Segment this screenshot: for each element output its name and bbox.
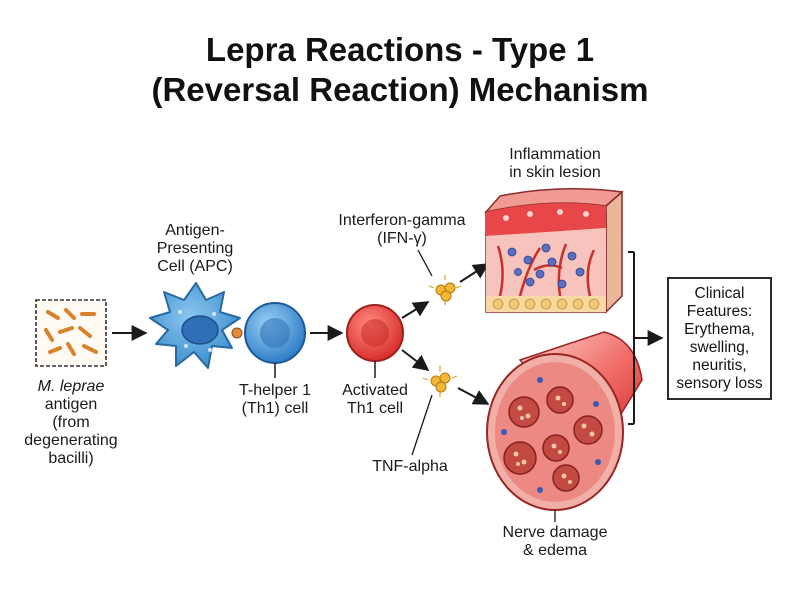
- ifn-line-2: (IFN-γ): [377, 230, 427, 247]
- antigen-species: M. leprae: [37, 378, 105, 395]
- tnf-alpha-label: TNF-alpha: [360, 458, 460, 476]
- clinical-line-5: neuritis,: [692, 356, 747, 374]
- title-line-1: Lepra Reactions - Type 1: [205, 31, 595, 68]
- activated-th1-label: Activated Th1 cell: [325, 382, 425, 418]
- th1-line-2: (Th1) cell: [241, 400, 309, 417]
- activated-th1-cell-icon: [346, 304, 404, 362]
- nerve-damage-label: Nerve damage & edema: [490, 524, 620, 560]
- apc-line-3: Cell (APC): [157, 258, 233, 275]
- skin-inflammation-label: Inflammation in skin lesion: [495, 146, 615, 182]
- bacilli-box: [35, 299, 107, 367]
- antigen-line-1: antigen: [44, 396, 98, 413]
- activated-line-1: Activated: [342, 382, 408, 399]
- antigen-line-4: bacilli): [48, 450, 94, 467]
- skin-line-2: in skin lesion: [509, 164, 601, 181]
- tnf-line-1: TNF-alpha: [372, 458, 448, 475]
- nerve-line-1: Nerve damage: [502, 524, 608, 541]
- th1-cell-icon: [244, 302, 306, 364]
- title-line-2: (Reversal Reaction) Mechanism: [151, 71, 649, 108]
- clinical-line-4: swelling,: [689, 338, 750, 356]
- ifn-line-1: Interferon-gamma: [338, 212, 466, 229]
- th1-line-1: T-helper 1: [238, 382, 312, 399]
- ifn-gamma-label: Interferon-gamma (IFN-γ): [332, 212, 472, 248]
- apc-line-2: Presenting: [156, 240, 234, 257]
- clinical-line-6: sensory loss: [676, 374, 763, 392]
- skin-line-1: Inflammation: [509, 146, 601, 163]
- activated-line-2: Th1 cell: [346, 400, 404, 417]
- clinical-line-2: Features:: [686, 302, 753, 320]
- ifn-gamma-icon: [428, 275, 462, 305]
- arrow-ifn-to-skin: [459, 263, 490, 283]
- clinical-features-box: Clinical Features: Erythema, swelling, n…: [667, 277, 772, 400]
- antigen-line-2: (from: [52, 414, 90, 431]
- apc-line-1: Antigen-: [165, 222, 225, 239]
- diagram-title: Lepra Reactions - Type 1 (Reversal React…: [0, 30, 800, 110]
- apc-cell-icon: [149, 282, 243, 369]
- bacilli-icon: [44, 308, 98, 356]
- antigen-line-3: degenerating: [24, 432, 118, 449]
- clinical-line-1: Clinical: [694, 284, 745, 302]
- th1-label: T-helper 1 (Th1) cell: [220, 382, 330, 418]
- nerve-line-2: & edema: [522, 542, 588, 559]
- antigen-label: M. leprae antigen (from degenerating bac…: [6, 378, 136, 468]
- arrow-tnf-to-nerve: [457, 387, 490, 405]
- tnf-alpha-icon: [422, 366, 458, 397]
- apc-label: Antigen- Presenting Cell (APC): [140, 222, 250, 276]
- clinical-line-3: Erythema,: [684, 320, 755, 338]
- nerve-cross-section-icon: [486, 331, 643, 511]
- skin-lesion-icon: [483, 188, 624, 314]
- arrow-activated-to-ifn: [401, 301, 430, 319]
- arrow-activated-to-tnf: [401, 349, 430, 371]
